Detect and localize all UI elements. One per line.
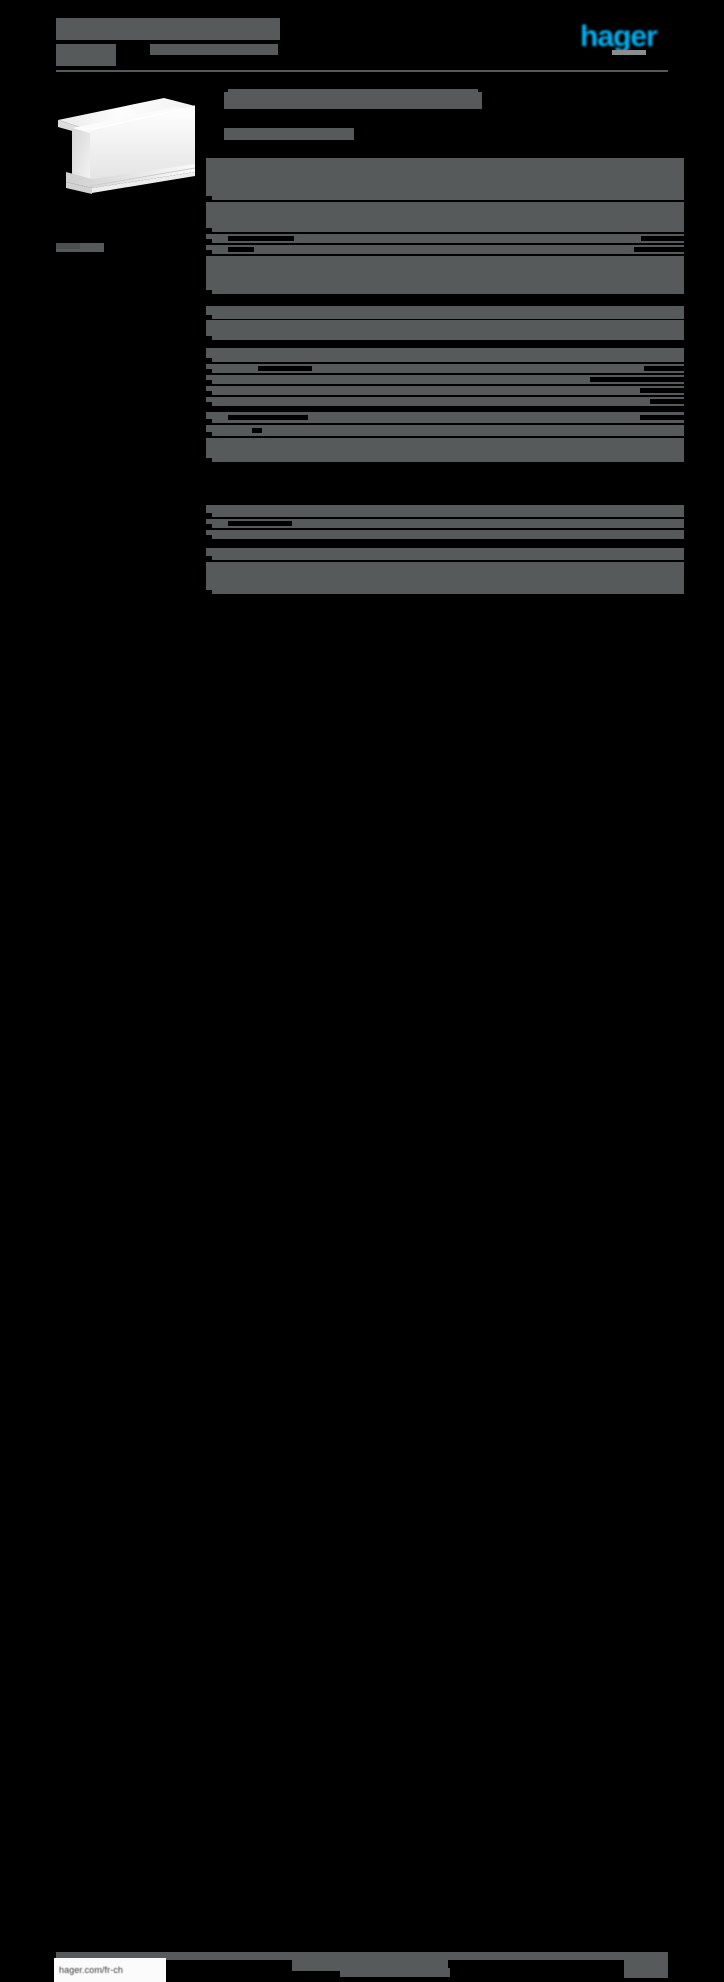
spec-row-notch <box>206 336 212 340</box>
spec-row <box>206 256 684 294</box>
spec-row <box>206 519 684 528</box>
spec-row <box>206 530 684 539</box>
spec-row-gap <box>252 428 262 433</box>
spec-row-separator <box>206 243 684 245</box>
spec-row-notch <box>206 432 212 436</box>
header-divider <box>56 70 668 72</box>
spec-row-gap <box>258 366 312 371</box>
spec-row-notch <box>206 380 212 384</box>
spec-row-separator <box>206 528 684 530</box>
spec-row-separator <box>206 232 684 234</box>
spec-row-gap <box>228 415 308 420</box>
spec-row-separator <box>206 462 684 464</box>
trunking-profile-illustration <box>58 98 196 194</box>
spec-row <box>206 375 684 384</box>
spec-row <box>206 202 684 232</box>
spec-row <box>206 397 684 406</box>
spec-row-gap <box>228 521 292 526</box>
spec-row <box>206 505 684 517</box>
spec-row <box>206 412 684 423</box>
hager-logo[interactable]: hager <box>580 20 676 55</box>
spec-row-trailing-gap <box>641 236 684 241</box>
spec-row-separator <box>206 395 684 397</box>
spec-row-notch <box>206 535 212 539</box>
product-caption <box>56 243 104 252</box>
spec-row <box>206 425 684 436</box>
spec-row-trailing-gap <box>590 377 684 382</box>
hager-logo-underline <box>612 50 646 55</box>
spec-row-separator <box>206 517 684 519</box>
spec-row <box>206 548 684 560</box>
spec-row-gap <box>228 247 254 252</box>
spec-row-separator <box>206 200 684 202</box>
spec-row-trailing-gap <box>644 366 684 371</box>
spec-row-notch <box>206 315 212 319</box>
footer-center-text-line2 <box>340 1968 450 1977</box>
footer-url-link[interactable]: hager.com/fr-ch <box>54 1958 166 1982</box>
spec-row <box>206 386 684 395</box>
spec-row-trailing-gap <box>640 388 684 393</box>
footer-url-text: hager.com/fr-ch <box>59 1965 124 1975</box>
footer-page-number <box>624 1956 668 1978</box>
spec-row-trailing-gap <box>634 247 684 252</box>
header-title-line2 <box>56 22 246 40</box>
product-caption-code <box>56 243 80 249</box>
spec-row-separator <box>206 406 684 408</box>
spec-row-separator <box>206 436 684 438</box>
spec-row-trailing-gap <box>650 399 684 404</box>
spec-row-notch <box>206 239 212 243</box>
spec-row-separator <box>206 423 684 425</box>
main-subtitle <box>224 128 354 140</box>
spec-row-separator <box>206 340 684 342</box>
spec-row-separator <box>206 384 684 386</box>
spec-row <box>206 234 684 243</box>
spec-row <box>206 348 684 362</box>
spec-row-notch <box>206 290 212 294</box>
spec-row-notch <box>206 369 212 373</box>
page-header: hager <box>0 0 724 80</box>
spec-row-separator <box>206 594 684 596</box>
spec-row-separator <box>206 362 684 364</box>
spec-row-trailing-gap <box>640 415 684 420</box>
spec-row-notch <box>206 250 212 254</box>
spec-row <box>206 158 684 200</box>
spec-row-notch <box>206 419 212 423</box>
spec-row-notch <box>206 358 212 362</box>
hager-logo-wordmark: hager <box>580 20 658 53</box>
page-footer: hager.com/fr-ch <box>0 968 724 1982</box>
spec-row-notch <box>206 556 212 560</box>
spec-row <box>206 306 684 319</box>
spec-row <box>206 438 684 462</box>
spec-row-notch <box>206 228 212 232</box>
spec-row <box>206 320 684 340</box>
spec-row-notch <box>206 196 212 200</box>
spec-row-separator <box>206 539 684 541</box>
spec-row-notch <box>206 524 212 528</box>
header-subtitle <box>150 44 278 55</box>
spec-row-separator <box>206 373 684 375</box>
spec-row-gap <box>228 236 294 241</box>
spec-row <box>206 245 684 254</box>
spec-row <box>206 364 684 373</box>
spec-row-separator <box>206 254 684 256</box>
header-subtitle-block <box>56 44 116 66</box>
spec-row-notch <box>206 402 212 406</box>
main-title <box>224 92 482 109</box>
spec-row-notch <box>206 513 212 517</box>
spec-row-notch <box>206 391 212 395</box>
product-photo <box>52 86 200 198</box>
spec-row <box>206 562 684 594</box>
spec-row-separator <box>206 294 684 296</box>
spec-row-separator <box>206 560 684 562</box>
spec-row-notch <box>206 458 212 462</box>
main-title-ascenders <box>228 89 478 94</box>
spec-row-notch <box>206 590 212 594</box>
